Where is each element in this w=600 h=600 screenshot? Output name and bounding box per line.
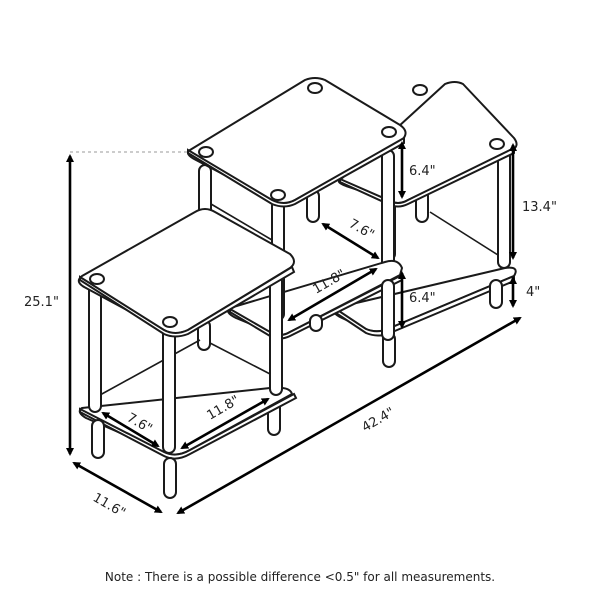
measurement-note: Note : There is a possible difference <0… — [104, 570, 496, 584]
right-tier-clearance-label: 13.4" — [522, 200, 557, 215]
left-shelf-unit — [77, 208, 298, 499]
middle-clearance-label: 6.4" — [409, 291, 436, 306]
top-clearance-label: 6.4" — [409, 164, 436, 179]
dimension-lines — [66, 141, 522, 515]
total-height-label: 25.1" — [24, 295, 59, 310]
total-width-label: 42.4" — [360, 405, 398, 435]
bottom-clearance-label: 4" — [526, 285, 540, 300]
depth-label: 11.6" — [90, 490, 128, 520]
middle-shelf-depth-label: 7.6" — [346, 216, 377, 242]
